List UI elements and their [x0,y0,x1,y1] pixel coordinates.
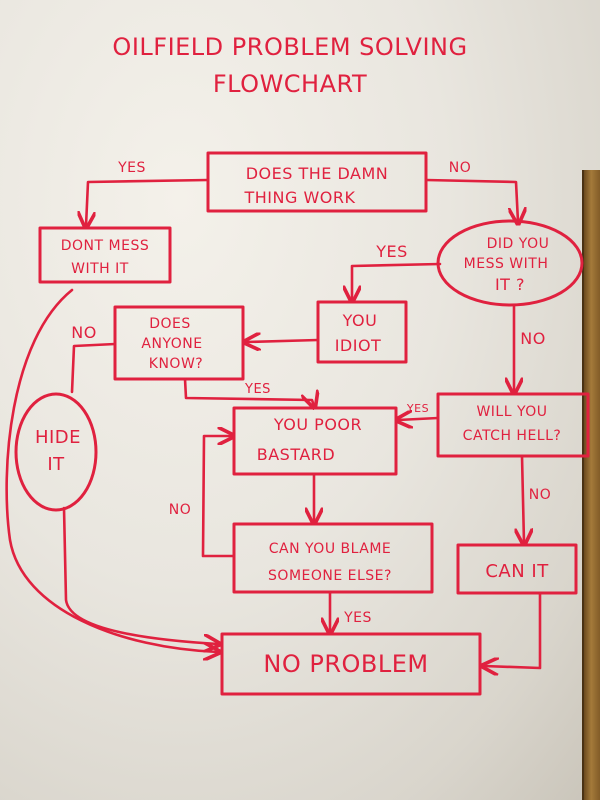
node-you-idiot-line1: YOU [342,311,378,330]
arrow-hell-yes [398,418,440,420]
arrow-blame-no [201,436,234,558]
arrow-hideit-to-noproblem [62,506,218,644]
node-you-poor-bastard-line1: YOU POOR [273,415,362,434]
flowchart-title-line2: FLOWCHART [213,70,367,98]
node-no-problem-line1: NO PROBLEM [263,650,428,678]
node-you-idiot-box [316,300,408,364]
edge-label-work-yes: YES [117,160,146,176]
node-will-you-catch-hell-line1: WILL YOU [476,404,547,420]
node-dont-mess-box [38,226,172,284]
node-hide-it-ellipse [14,392,98,512]
whiteboard-frame-edge [582,170,600,800]
node-hide-it-line1: HIDE [35,427,81,448]
arrow-canit-to-noproblem [484,591,542,668]
node-does-it-work-box [206,151,428,213]
arrow-anyone-no [70,342,117,394]
node-does-it-work-line2: THING WORK [244,188,356,207]
node-can-you-blame-line1: CAN YOU BLAME [269,541,392,557]
edge-label-hell-yes: YES [406,402,429,415]
edge-label-work-no: NO [449,160,472,176]
arrow-mess-yes [352,262,442,300]
edge-label-anyone-no: NO [71,323,97,342]
edge-label-mess-no: NO [520,329,546,348]
edge-label-mess-yes: YES [375,242,408,261]
node-will-you-catch-hell-line2: CATCH HELL? [463,428,562,444]
edge-label-blame-yes: YES [343,610,372,626]
node-did-you-mess-line1: DID YOU [487,236,550,252]
arrow-hell-no [522,454,524,543]
node-can-you-blame-line2: SOMEONE ELSE? [268,568,392,584]
node-no-problem-box [220,632,482,696]
node-does-anyone-know-line1: DOES [149,316,191,332]
node-dont-mess-line1: DONT MESS [61,238,149,254]
arrow-work-no [424,178,518,222]
arrow-work-yes [86,178,210,226]
flowchart-title-line1: OILFIELD PROBLEM SOLVING [112,33,467,61]
node-does-anyone-know-line2: ANYONE [141,336,202,352]
node-did-you-mess-line3: IT ? [495,275,525,294]
edge-label-anyone-yes: YES [244,382,271,397]
node-hide-it-line2: IT [47,454,65,475]
node-can-it-line1: CAN IT [485,561,549,582]
node-you-poor-bastard-line2: BASTARD [257,445,336,464]
node-does-anyone-know-line3: KNOW? [149,356,203,372]
edge-label-hell-no: NO [529,487,552,503]
arrow-dontmess-to-noproblem [5,288,218,652]
edge-label-blame-no: NO [169,502,192,518]
arrow-anyone-yes [183,377,314,406]
arrow-idiot-to-anyone [246,340,320,342]
node-dont-mess-line2: WITH IT [71,261,129,277]
node-can-you-blame-box [232,522,434,594]
node-did-you-mess-line2: MESS WITH [464,256,549,272]
node-you-idiot-line2: IDIOT [335,336,382,355]
node-does-it-work-line1: DOES THE DAMN [246,164,389,183]
